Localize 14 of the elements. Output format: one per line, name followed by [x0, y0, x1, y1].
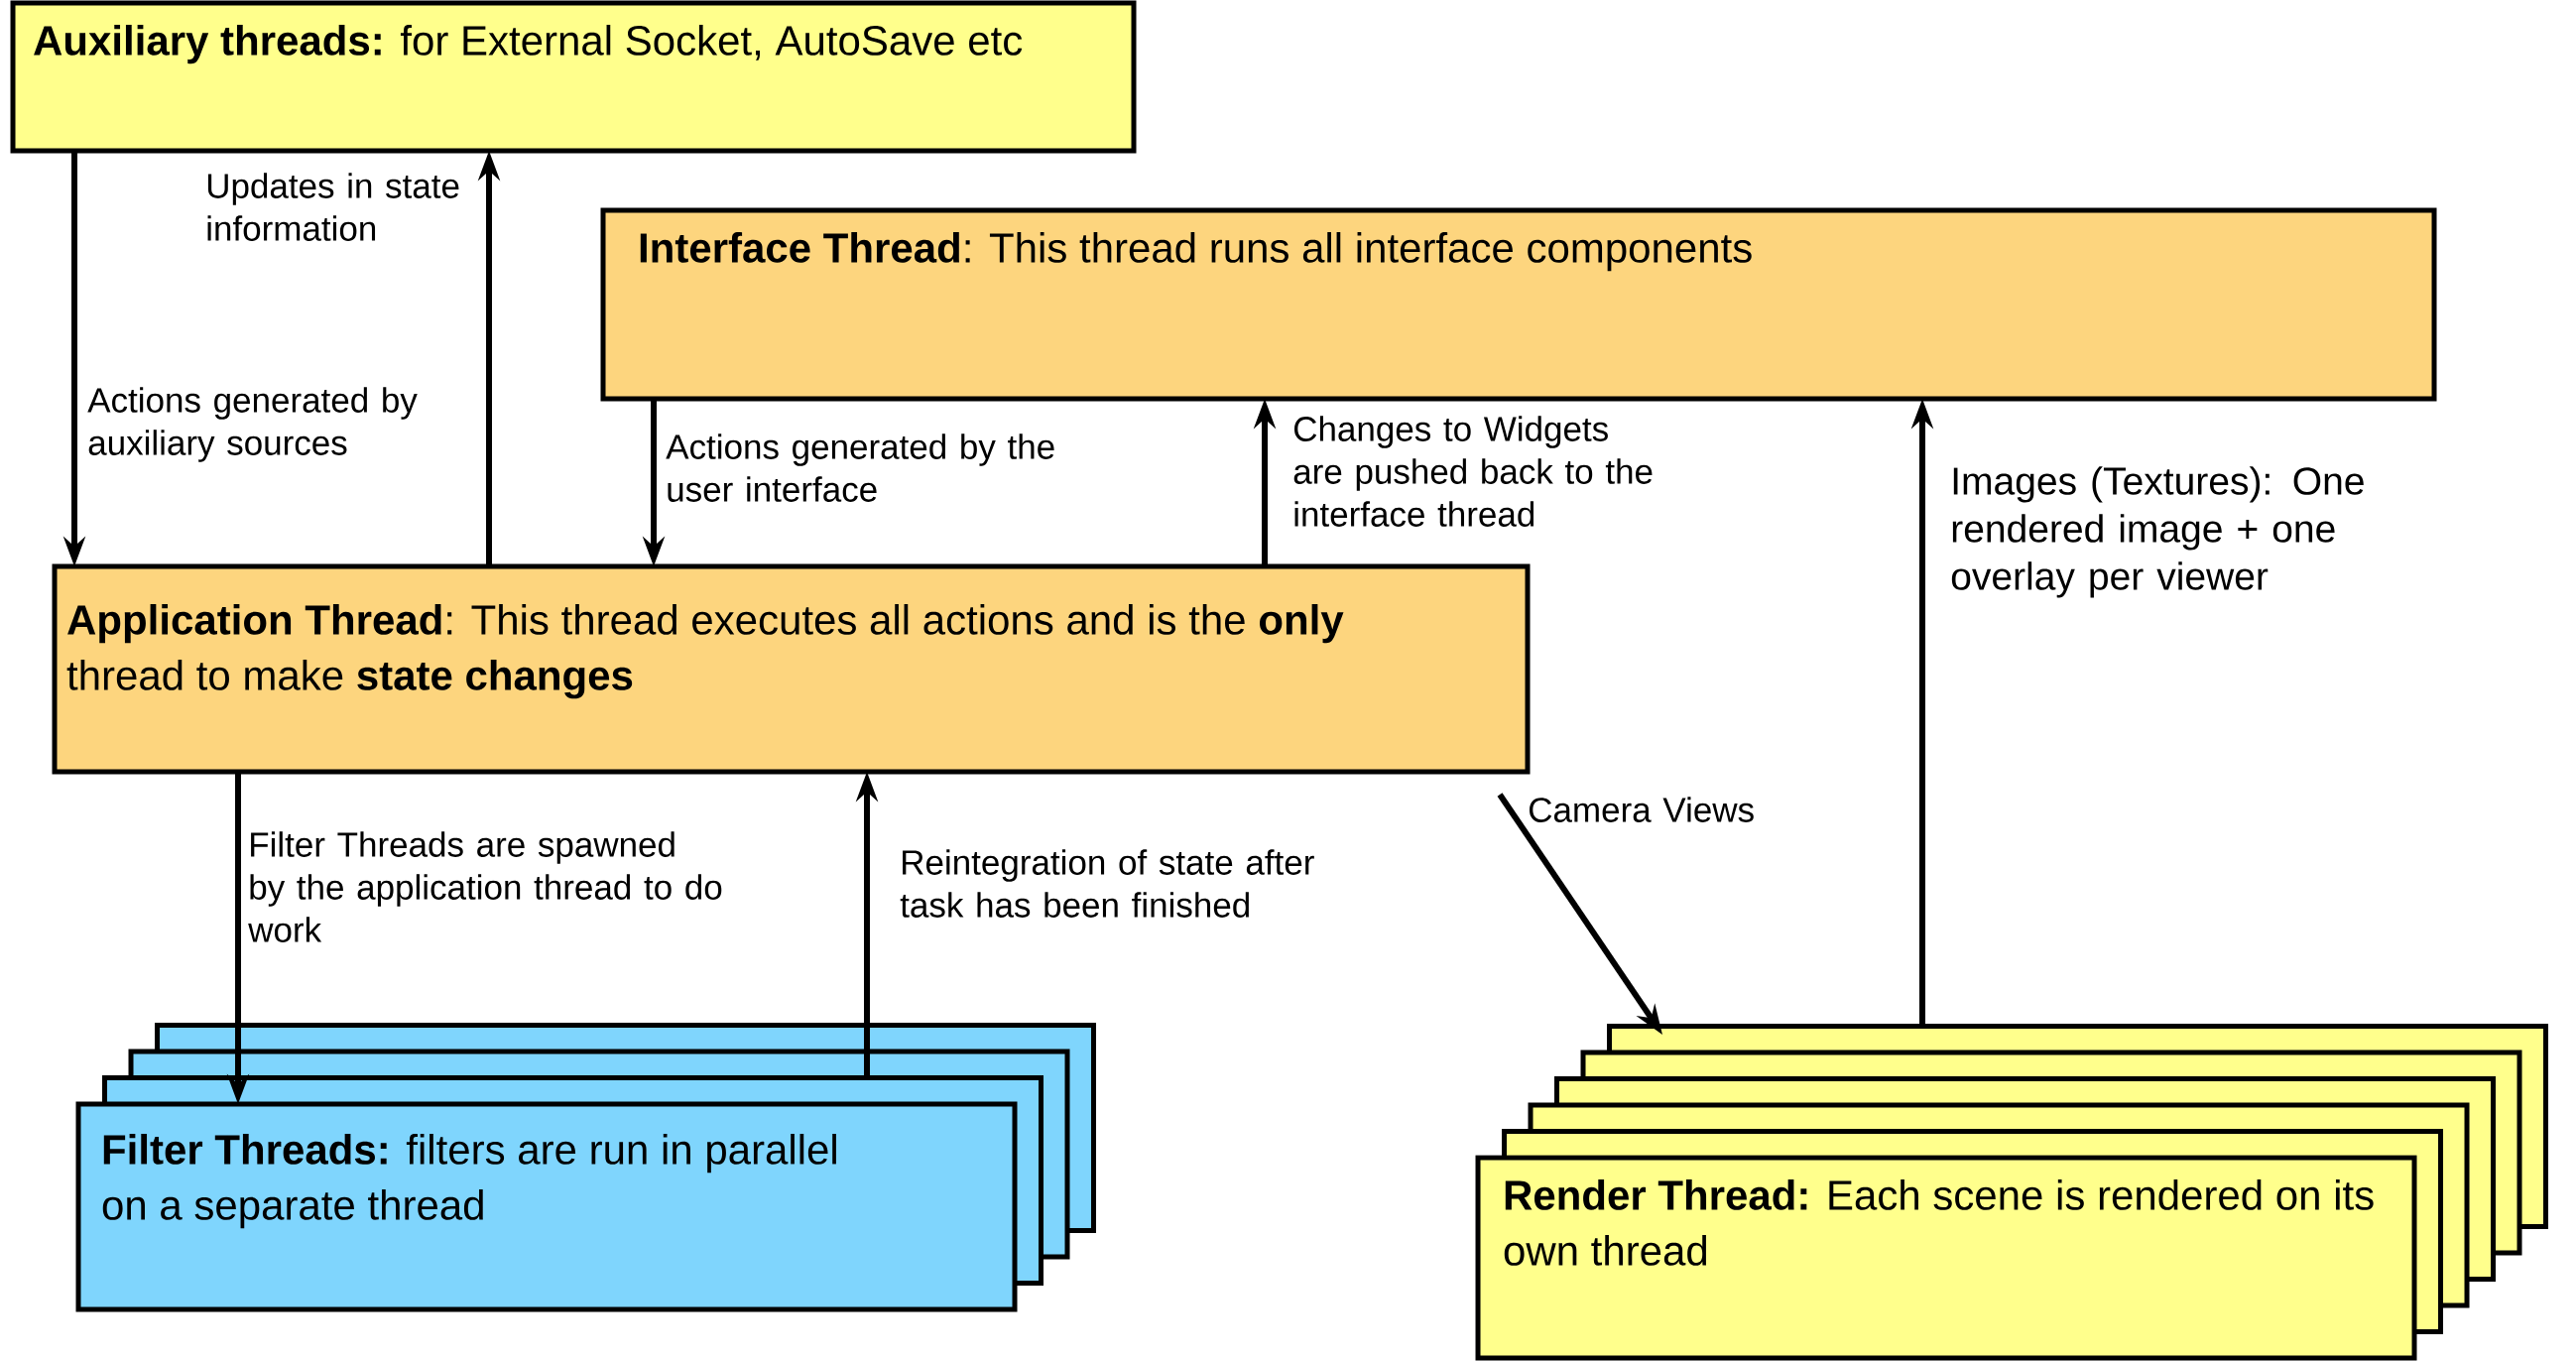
edge-label: Actions generated by the user interface: [666, 433, 1054, 502]
stacked-thread-box: Render Thread: Each scene is rendered on its own thread: [1475, 1024, 2548, 1361]
edge-label: Updates in state information: [207, 173, 459, 241]
stacked-thread-box: Filter Threads: filters are run in parallel on a separate thread: [75, 1023, 1096, 1312]
node-label: own thread: [1504, 1234, 1707, 1266]
edge-label: Filter Threads are spawned by the application thread to do work: [248, 831, 722, 942]
thread-box: Auxiliary threads: for External Socket, AutoSave etc: [10, 0, 1137, 154]
edge-label: Reintegration of state after task has been finished: [900, 849, 1314, 918]
edge-label: Camera Views: [1530, 797, 1754, 822]
thread-box: Application Thread: This thread executes all actions and is the only thread to make state changes: [52, 563, 1531, 775]
edge-label: Images (Textures): One rendered image + one overlay per viewer: [1951, 466, 2364, 598]
edge-label: Actions generated by auxiliary sources: [87, 387, 418, 462]
thread-box: Interface Thread: This thread runs all interface components: [600, 207, 2437, 402]
edge-label: Changes to Widgets are pushed back to the interface thread: [1293, 416, 1653, 527]
